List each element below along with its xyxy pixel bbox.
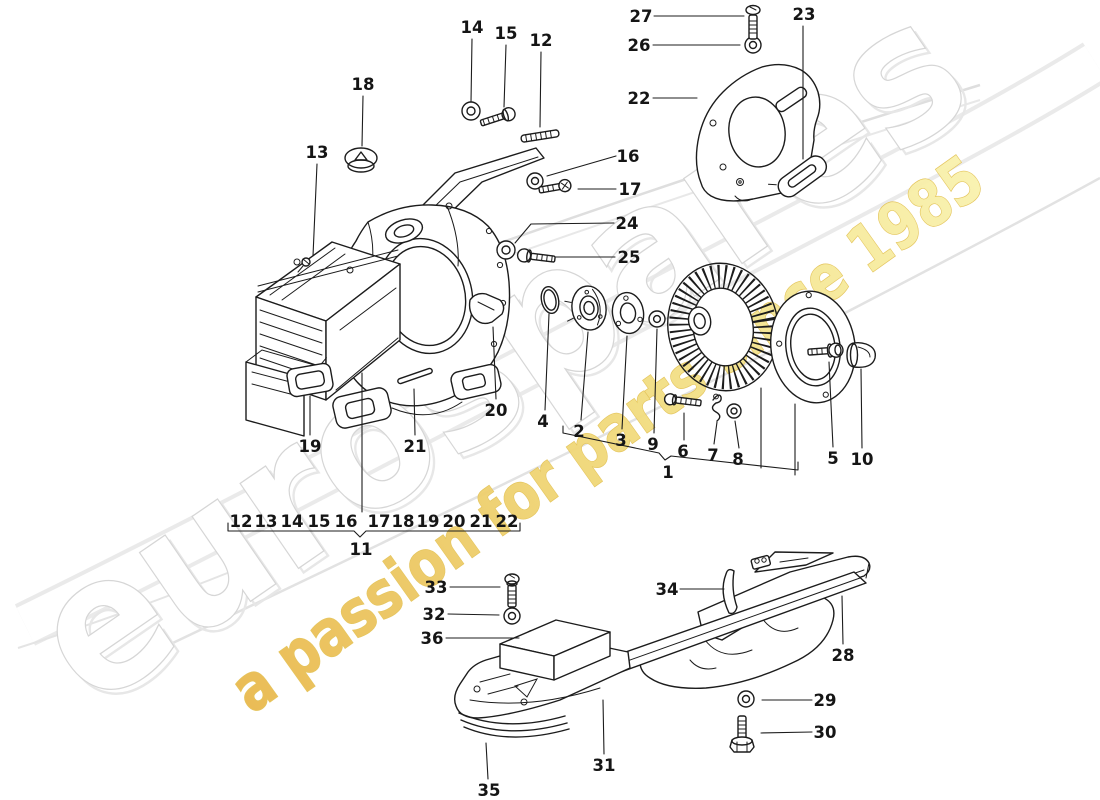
group-row-item-13: 13 [255,512,278,531]
stud-12-drawing [520,129,560,143]
group-row-item-14: 14 [281,512,304,531]
group-row-item-21: 21 [470,512,493,531]
callout-30: 30 [814,723,837,742]
screw-33-drawing [504,573,520,608]
clip-drawing [767,155,828,198]
leader-lines [227,15,863,780]
callout-1: 1 [662,463,673,482]
fan-cover-plate-drawing [695,63,821,202]
callout-29: 29 [814,691,837,710]
group-row-item-22: 22 [496,512,519,531]
callout-14: 14 [461,18,484,37]
callout-35: 35 [478,781,501,800]
washer-8-drawing [726,403,742,419]
group-row-item-18: 18 [392,512,415,531]
washer-9-drawing [648,310,666,328]
callout-17: 17 [619,180,642,199]
callout-27: 27 [630,7,653,26]
callout-28: 28 [832,646,855,665]
callout-22: 22 [628,89,651,108]
callout-21: 21 [404,437,427,456]
pulley-ring-drawing [769,290,857,404]
group-row-labels: 12 13 14 15 16 17 18 19 20 21 22 [230,512,519,531]
washer-16-drawing [526,172,544,190]
callout-3: 3 [615,431,626,450]
group-row-item-17: 17 [368,512,391,531]
callout-24: 24 [616,214,639,233]
group-row-item-20: 20 [443,512,466,531]
duct-seal-35-outline [458,712,570,738]
callout-36: 36 [421,629,444,648]
spring-clip-7-drawing [711,393,722,422]
callout-23: 23 [793,5,816,24]
o-ring-drawing [540,285,560,315]
group-row-item-12: 12 [230,512,253,531]
callout-25: 25 [618,248,641,267]
callout-10: 10 [851,450,874,469]
screw-27-drawing [745,4,761,40]
washer-32-drawing [503,607,521,625]
callout-31: 31 [593,756,616,775]
fan-housing-drawing [245,147,545,437]
bolt-6-drawing [663,393,702,407]
callout-2: 2 [573,422,584,441]
washer-24-drawing [496,240,516,260]
callout-19: 19 [299,437,322,456]
callout-8: 8 [732,450,743,469]
callout-11: 11 [350,540,373,559]
grommet-19-drawing [286,357,334,398]
callout-26: 26 [628,36,651,55]
fan-hub-drawing [564,285,607,331]
callout-34: 34 [656,580,679,599]
callout-16: 16 [617,147,640,166]
bolt-30-drawing [729,715,755,753]
callout-6: 6 [677,442,688,461]
screw-17-drawing [538,178,572,194]
bolt-5-drawing [807,342,844,358]
callout-4: 4 [537,412,548,431]
callout-15: 15 [495,24,518,43]
group-row-item-16: 16 [335,512,358,531]
hub-flange-drawing [611,291,645,335]
group-row-item-19: 19 [417,512,440,531]
callout-33: 33 [425,578,448,597]
bolt-25-drawing [516,248,556,263]
washer-14-drawing [461,101,481,121]
washer-29-drawing [737,690,755,708]
callout-18: 18 [352,75,375,94]
air-duct-assembly-drawing [453,551,871,738]
callout-12: 12 [530,31,553,50]
fan-wheel-drawing [667,262,779,392]
callout-20: 20 [485,401,508,420]
pin-21-drawing [397,367,433,385]
callout-32: 32 [423,605,446,624]
callout-9: 9 [647,435,658,454]
screw-15-drawing [479,107,516,127]
oil-filler-cap-18-drawing [344,147,378,173]
cap-nut-10-drawing [846,341,876,368]
callout-13: 13 [306,143,329,162]
group-row-item-15: 15 [308,512,331,531]
duct-flap-34-outline [722,568,738,615]
callout-7: 7 [707,446,718,465]
callout-5: 5 [827,449,838,468]
callout-labels: 27 26 23 22 14 15 12 18 13 16 17 24 25 4… [299,5,874,800]
